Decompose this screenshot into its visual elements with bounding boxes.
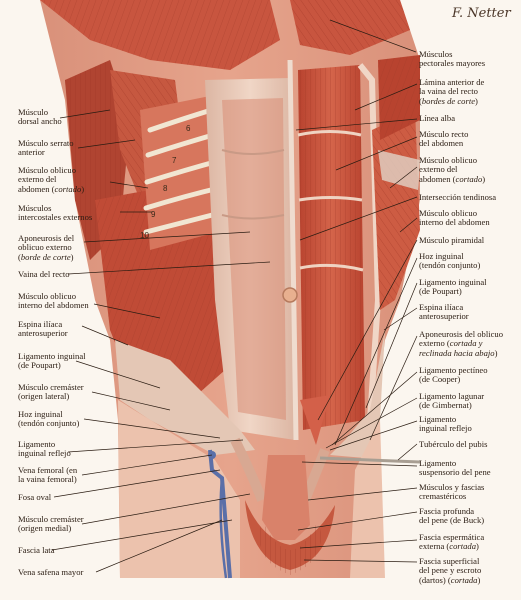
label-serrato-anterior: Músculo serrato anterior (18, 138, 74, 158)
label-ligamento-inguinal-left: Ligamento inguinal (de Poupart) (18, 351, 86, 371)
label-tuberculo-pubis: Tubérculo del pubis (419, 439, 488, 449)
inguinal-aponeurosis-right (330, 330, 385, 458)
saphenous-vein (219, 477, 228, 579)
label-espina-iliaca-right: Espina ilíaca anterosuperior (419, 302, 469, 322)
label-aponeurosis-reclinada: Aponeurosis del oblicuo externo (cortada… (419, 329, 504, 358)
rib-number: 7 (172, 156, 177, 165)
pyramidalis (300, 395, 330, 445)
label-lamina-anterior-vaina: Lámina anterior de la vaina del recto (b… (419, 77, 485, 106)
label-cremaster-lateral: Músculo cremáster (origen lateral) (18, 382, 84, 402)
label-intercostales-externos: Músculos intercostales externos (18, 203, 93, 223)
umbilicus (282, 287, 298, 303)
rib-number: 8 (163, 184, 168, 193)
label-fosa-oval: Fosa oval (18, 492, 52, 502)
label-pectorales-mayores: Músculos pectorales mayores (419, 49, 486, 69)
label-ligamento-pectineo: Ligamento pectíneo (de Cooper) (419, 365, 488, 385)
label-espina-iliaca-left: Espina ilíaca anterosuperior (18, 319, 68, 339)
rib-number: 6 (186, 124, 191, 133)
label-oblicuo-externo-right: Músculo oblicuo externo del abdomen (cor… (419, 155, 486, 184)
label-cremaster-medial: Músculo cremáster (origen medial) (18, 514, 84, 534)
femoral-vein (208, 449, 232, 579)
label-ligamento-reflejo-right: Ligamento inguinal reflejo (419, 414, 472, 434)
label-vena-femoral: Vena femoral (en la vaina femoral) (18, 465, 78, 485)
pectoralis-major-left-fibers (40, 0, 280, 70)
label-linea-alba: Línea alba (419, 113, 456, 123)
label-oblicuo-interno: Músculo oblicuo interno del abdomen (18, 291, 89, 311)
label-cremastericos: Músculos y fascias cremastéricos (419, 482, 485, 502)
penis (262, 455, 310, 540)
label-dorsal-ancho: Músculo dorsal ancho (18, 107, 62, 127)
label-fascia-espermatica: Fascia espermática externa (cortada) (419, 532, 485, 552)
label-oblicuo-externo-cortado: Músculo oblicuo externo del abdomen (cor… (18, 165, 85, 194)
label-vena-safena-mayor: Vena safena mayor (18, 567, 84, 577)
rib-number: 9 (151, 210, 156, 219)
artist-signature: F. Netter (452, 6, 511, 21)
label-oblicuo-interno-right: Músculo oblicuo interno del abdomen (419, 208, 490, 228)
rectus-left-shadow (222, 98, 286, 420)
label-hoz-inguinal-right: Hoz inguinal (tendón conjunto) (419, 251, 481, 271)
label-ligamento-lagunar: Ligamento lagunar (de Gimbernat) (419, 391, 485, 411)
label-vaina-del-recto: Vaina del recto (18, 269, 70, 279)
label-fascia-lata: Fascia lata (18, 545, 55, 555)
label-fascia-buck: Fascia profunda del pene (de Buck) (419, 506, 485, 526)
inguinal-aponeurosis-left (115, 340, 255, 455)
label-aponeurosis-oblicuo-externo: Aponeurosis del oblicuo externo (borde d… (18, 233, 75, 262)
rib-number: 10 (140, 231, 149, 240)
label-hoz-inguinal-left: Hoz inguinal (tendón conjunto) (18, 409, 80, 429)
linea-alba (287, 59, 299, 441)
label-dartos: Fascia superficial del pene y escroto (d… (419, 556, 482, 585)
label-piramidal: Músculo piramidal (419, 235, 485, 245)
label-ligamento-suspensorio: Ligamento suspensorio del pene (419, 458, 491, 478)
label-recto-abdomen: Músculo recto del abdomen (419, 129, 469, 149)
label-interseccion-tendinosa: Intersección tendinosa (419, 192, 497, 202)
leader-lines (51, 19, 418, 573)
label-ligamento-inguinal-right: Ligamento inguinal (de Poupart) (419, 277, 487, 297)
fascia-lata-left (118, 400, 240, 578)
tendinous-intersections-right (297, 130, 364, 272)
probe-instrument (319, 456, 421, 464)
spermatic-cord-left (230, 437, 267, 502)
label-ligamento-reflejo-left: Ligamento inguinal reflejo (18, 439, 71, 459)
